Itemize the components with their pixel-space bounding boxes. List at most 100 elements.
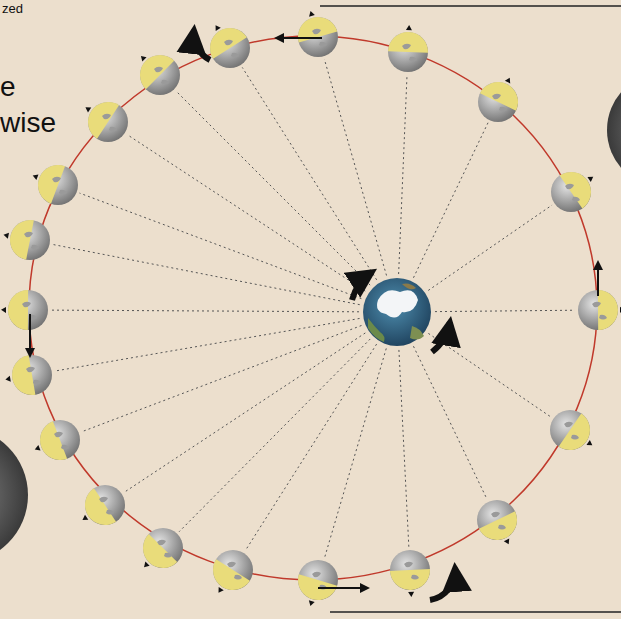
direction-arrow xyxy=(29,314,31,356)
orbit-arrow xyxy=(194,30,210,60)
moon xyxy=(293,10,338,57)
moon xyxy=(477,500,524,547)
moon-mare xyxy=(157,540,172,558)
moon-disc xyxy=(388,32,428,72)
sight-line xyxy=(413,346,487,499)
moon-mare xyxy=(154,67,169,85)
moon-disc xyxy=(8,290,48,330)
moon-marker xyxy=(620,307,621,313)
moon-lit-half xyxy=(8,290,28,330)
sight-line xyxy=(55,318,360,371)
moon-lit-half xyxy=(77,488,116,532)
moon xyxy=(77,485,125,533)
label-text: zed xyxy=(2,2,23,16)
moon-marker xyxy=(308,10,315,16)
orbit-arrow xyxy=(430,568,455,600)
sight-line xyxy=(80,193,362,299)
sight-line xyxy=(435,310,575,311)
sight-line xyxy=(179,339,370,532)
large-moon xyxy=(607,72,621,188)
moon-lit-half xyxy=(390,569,431,591)
label-text: wise xyxy=(0,108,56,139)
moon xyxy=(5,355,52,398)
moon-lit-half xyxy=(7,217,34,260)
moon-mare xyxy=(564,422,579,440)
moon-marker xyxy=(587,174,595,182)
moon-lit-half xyxy=(132,47,174,89)
sight-line xyxy=(399,350,409,547)
moon xyxy=(293,560,338,607)
moon xyxy=(388,25,429,72)
direction-arrow xyxy=(597,262,599,296)
moon-mare xyxy=(52,177,67,195)
sight-line xyxy=(413,123,488,278)
sight-line xyxy=(53,244,360,304)
moon-lit-half xyxy=(34,421,67,465)
moon-marker xyxy=(505,76,513,83)
moon xyxy=(390,550,431,597)
sight-line xyxy=(242,67,376,279)
moon-marker xyxy=(5,376,11,383)
sight-line xyxy=(51,310,359,312)
moon-mare xyxy=(312,572,327,590)
moon-marker xyxy=(81,515,88,523)
moon-lit-half xyxy=(32,159,65,203)
moon-marker xyxy=(213,24,221,31)
moon-lit-half xyxy=(560,164,599,208)
label-text: e xyxy=(0,72,16,103)
moon-mare xyxy=(227,562,242,580)
moon-mare xyxy=(54,432,69,450)
moon-mare xyxy=(491,512,506,530)
moon-marker xyxy=(216,587,224,594)
moon-lit-half xyxy=(559,413,598,457)
moon-mare xyxy=(224,40,239,58)
moon-marker xyxy=(34,445,41,452)
moon-marker xyxy=(408,592,414,597)
sight-line xyxy=(428,333,551,417)
large-moon xyxy=(0,427,28,563)
sight-line xyxy=(82,325,362,431)
sight-line xyxy=(245,344,376,551)
moon-lit-half xyxy=(205,559,249,597)
sight-line xyxy=(325,348,387,557)
sight-line xyxy=(176,91,370,285)
sight-line xyxy=(399,75,407,274)
moon xyxy=(578,290,621,330)
moon xyxy=(478,75,525,122)
sight-line xyxy=(124,333,365,492)
frame-line xyxy=(330,611,621,613)
moon xyxy=(550,410,598,458)
moon-marker xyxy=(142,562,150,570)
moon-mare xyxy=(402,44,417,62)
moon-mare xyxy=(492,94,507,112)
moon-marker xyxy=(307,600,314,606)
moon-lit-half xyxy=(388,31,429,53)
orbit-circle xyxy=(29,36,597,580)
moon-marker xyxy=(84,105,91,113)
sight-line xyxy=(428,205,552,290)
moon xyxy=(32,159,78,205)
moon-lit-half xyxy=(480,75,525,110)
earth xyxy=(363,278,431,346)
moon-lit-half xyxy=(202,20,246,58)
moon-mare xyxy=(24,232,39,250)
moon xyxy=(80,94,128,142)
moon-marker xyxy=(586,440,594,448)
rotation-arrow xyxy=(432,322,450,352)
moon xyxy=(551,164,599,212)
direction-arrow xyxy=(276,37,322,39)
sight-line xyxy=(324,59,386,275)
moon-lit-half xyxy=(479,511,524,546)
moon-mare xyxy=(592,302,607,320)
moon xyxy=(205,550,253,598)
moon-marker xyxy=(1,307,6,313)
moon-mare xyxy=(565,184,580,202)
moon xyxy=(135,528,183,576)
direction-arrow xyxy=(318,587,368,589)
sight-line xyxy=(127,135,365,291)
moon-marker xyxy=(32,173,39,180)
moon-lit-half xyxy=(135,534,177,576)
moon-lit-half xyxy=(293,574,337,604)
moon xyxy=(132,47,180,95)
